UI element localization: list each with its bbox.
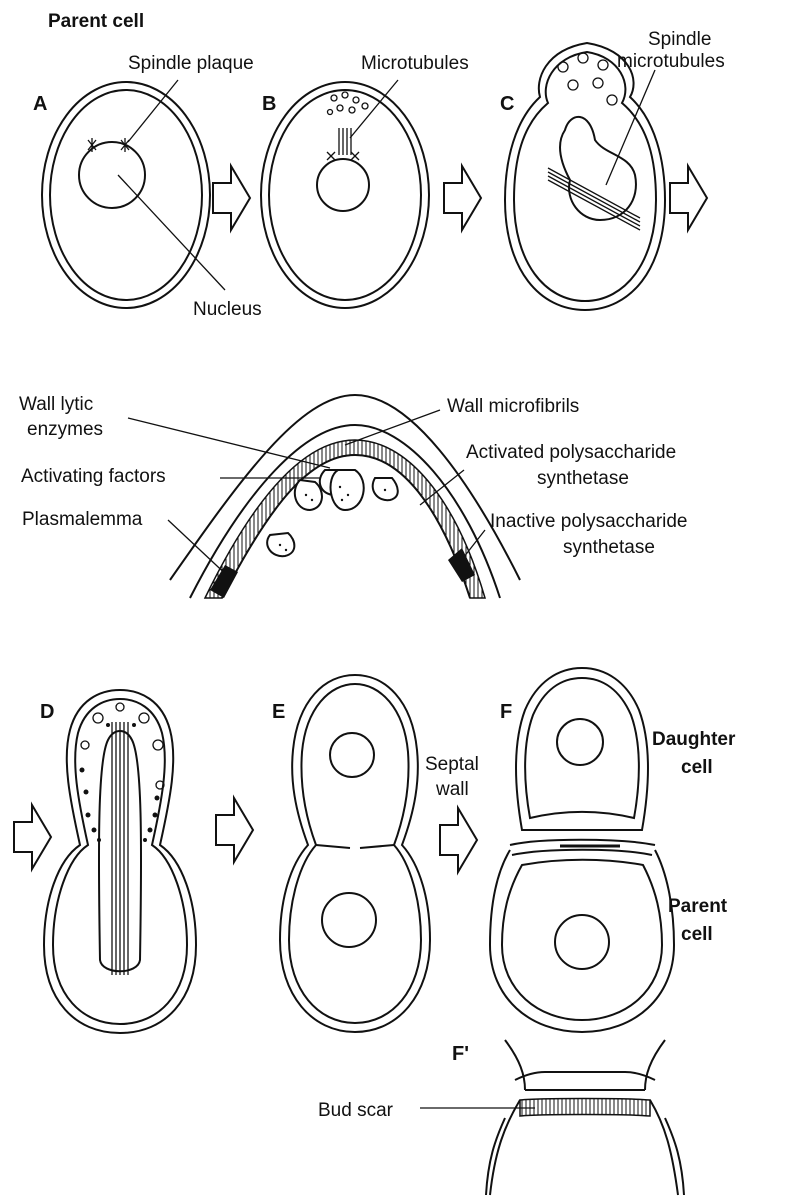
cell-e bbox=[280, 675, 430, 1032]
cell-b bbox=[261, 80, 429, 308]
inactive-ps-label-1: Inactive polysaccharide bbox=[490, 511, 688, 532]
nucleus-label: Nucleus bbox=[193, 299, 262, 320]
spindle-microtubules-label-1: Spindle bbox=[648, 29, 711, 50]
cell-d bbox=[44, 690, 196, 1033]
plasmalemma-label: Plasmalemma bbox=[22, 509, 143, 530]
bud-scar-label: Bud scar bbox=[318, 1100, 394, 1121]
panel-letter-f: F bbox=[500, 701, 512, 723]
arrow-e-f bbox=[440, 808, 477, 872]
septal-label-2: wall bbox=[435, 779, 469, 800]
cell-f-daughter bbox=[516, 668, 648, 830]
panel-letter-b: B bbox=[262, 93, 276, 115]
septal-label-1: Septal bbox=[425, 754, 479, 775]
arrow-a-b bbox=[213, 166, 250, 230]
panel-letter-a: A bbox=[33, 93, 47, 115]
panel-letter-c: C bbox=[500, 93, 514, 115]
panel-letter-d: D bbox=[40, 701, 54, 723]
panel-letter-e: E bbox=[272, 701, 285, 723]
cell-c bbox=[505, 43, 665, 310]
spindle-microtubules-label-2: microtubules bbox=[617, 51, 725, 72]
activating-factors-label: Activating factors bbox=[21, 466, 166, 487]
activated-ps-label-1: Activated polysaccharide bbox=[466, 442, 676, 463]
daughter-label-2: cell bbox=[681, 757, 713, 778]
activated-ps-label-2: synthetase bbox=[537, 468, 629, 489]
arrow-b-c bbox=[444, 166, 481, 230]
inactive-ps-label-2: synthetase bbox=[563, 537, 655, 558]
arrow-d-e bbox=[216, 798, 253, 862]
parent-cell-top-label: Parent cell bbox=[48, 11, 144, 32]
arrow-into-d bbox=[14, 805, 51, 869]
cell-f-parent bbox=[490, 850, 674, 1032]
parent-label-1: Parent bbox=[668, 896, 728, 917]
septum bbox=[510, 840, 655, 855]
microtubules-label: Microtubules bbox=[361, 53, 469, 74]
wall-detail bbox=[128, 395, 520, 598]
panel-letter-f-prime: F' bbox=[452, 1043, 469, 1065]
wall-microfibrils-label: Wall microfibrils bbox=[447, 396, 579, 417]
arrow-c-d bbox=[670, 166, 707, 230]
wall-lytic-label-2: enzymes bbox=[27, 419, 103, 440]
daughter-label-1: Daughter bbox=[652, 729, 736, 750]
wall-lytic-label-1: Wall lytic bbox=[19, 394, 93, 415]
parent-label-2: cell bbox=[681, 924, 713, 945]
cell-a bbox=[42, 80, 225, 308]
spindle-plaque-label: Spindle plaque bbox=[128, 53, 254, 74]
